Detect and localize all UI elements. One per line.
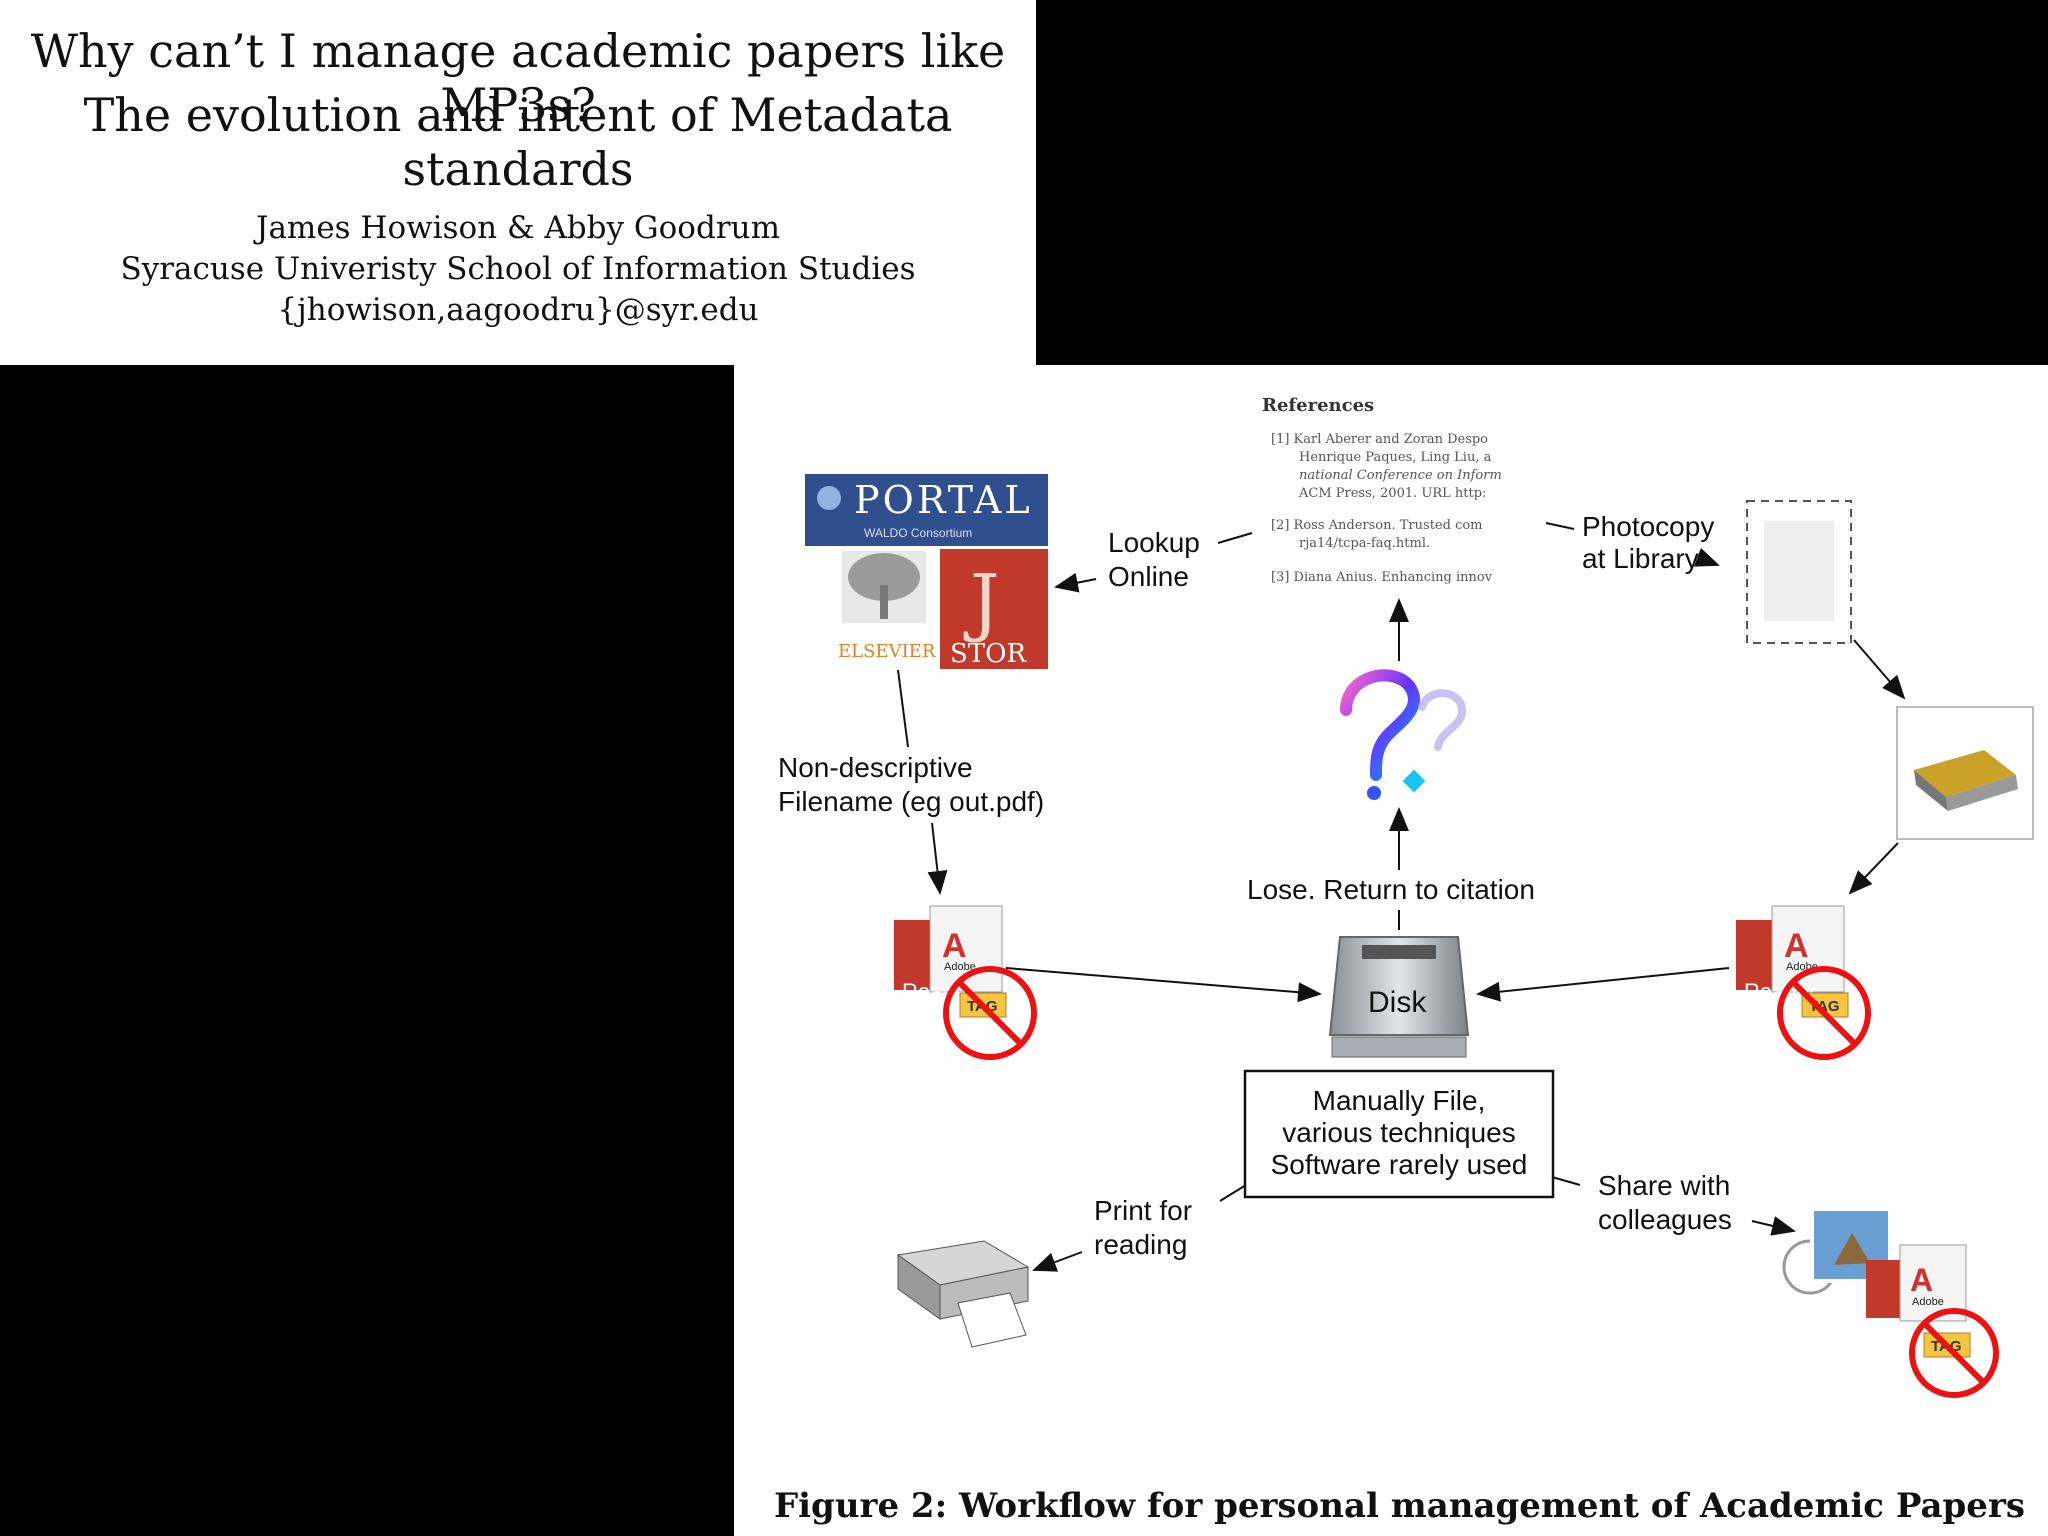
manual-filing-box: Manually File, various techniques Softwa… <box>1243 1069 1555 1199</box>
adobe-label: Adobe <box>1912 1296 1944 1308</box>
reference-line: ACM Press, 2001. URL http: <box>1298 486 1486 501</box>
paper-header: Why can’t I manage academic papers like … <box>0 0 1036 365</box>
arrow-to-downloaded-pdf <box>927 822 948 895</box>
paper-title-line-2: The evolution and intent of Metadata sta… <box>83 88 953 196</box>
no-tag-icon <box>1909 1308 1999 1398</box>
pdf-reader-icon-left: A Adobe Reader TAG <box>894 905 1037 1060</box>
reference-line: [1] Karl Aberer and Zoran Despo <box>1271 432 1488 447</box>
jstor-logo <box>940 549 1048 669</box>
paper-email: {jhowison,aagoodru}@syr.edu <box>277 292 759 328</box>
portal-globe-icon <box>817 486 841 510</box>
arrow-to-scanned-pdf <box>1848 842 1899 895</box>
label-photocopy-line-2: at Library <box>1582 543 1699 574</box>
question-mark-icon <box>1340 669 1467 800</box>
label-share-line-2: colleagues <box>1598 1204 1732 1235</box>
arrow-to-mail <box>1751 1216 1796 1236</box>
pdf-reader-icon-shared: A Adobe Reader TAG <box>1866 1244 1999 1398</box>
no-tag-icon <box>1777 966 1871 1060</box>
adobe-a-icon: A <box>1784 927 1809 965</box>
elsevier-logo-text: ELSEVIER <box>838 641 936 662</box>
reference-line: [3] Diana Anius. Enhancing innov <box>1271 570 1493 585</box>
jstor-logo-j: J <box>963 559 1000 645</box>
paper-affiliation: Syracuse Univeristy School of Informatio… <box>120 251 916 287</box>
no-tag-icon <box>943 966 1037 1060</box>
printer-icon <box>896 1240 1030 1348</box>
figure-caption: Figure 2: Workflow for personal manageme… <box>774 1486 2025 1526</box>
photocopy-page-icon <box>1746 500 1852 644</box>
arrow-to-photocopy <box>1693 547 1720 567</box>
arrow-left-pdf-to-disk <box>1005 967 1322 1003</box>
no-tag-slash <box>1921 1320 1987 1386</box>
paper-title-line-1: Why can’t I manage academic papers like … <box>30 24 1006 132</box>
disk-icon: Disk <box>1328 936 1470 1058</box>
connector-line <box>1545 522 1575 530</box>
portal-logo <box>805 474 1048 546</box>
label-lose-return: Lose. Return to citation <box>1247 874 1535 905</box>
label-share-line-1: Share with <box>1598 1170 1730 1201</box>
arrow-to-scanner <box>1853 639 1906 700</box>
adobe-label: Adobe <box>944 961 976 973</box>
connector-line <box>1551 1176 1581 1186</box>
manual-filing-line-2: various techniques <box>1282 1117 1515 1148</box>
label-photocopy-line-1: Photocopy <box>1582 511 1714 542</box>
connector-line <box>1219 1184 1247 1202</box>
elsevier-tree-icon <box>842 551 926 623</box>
arrow-right-pdf-to-disk <box>1476 967 1730 1002</box>
references-snippet: References [1] Karl Aberer and Zoran Des… <box>1262 395 1502 585</box>
paper-authors: James Howison & Abby Goodrum <box>256 210 780 246</box>
portal-logo-text: PORTAL <box>854 478 1033 522</box>
label-nondescriptive-line-2: Filename (eg out.pdf) <box>778 786 1044 817</box>
label-lookup-line-1: Lookup <box>1108 527 1200 558</box>
jstor-logo-text: STOR <box>950 639 1027 669</box>
adobe-a-icon: A <box>1910 1262 1933 1298</box>
no-tag-slash <box>956 979 1024 1047</box>
label-print-line-1: Print for <box>1094 1195 1192 1226</box>
reference-line: [2] Ross Anderson. Trusted com <box>1271 518 1483 533</box>
label-print-line-2: reading <box>1094 1229 1187 1260</box>
manual-filing-line-1: Manually File, <box>1313 1085 1486 1116</box>
arrow-to-online <box>1054 572 1097 593</box>
pdf-reader-icon-right: A Adobe Reader TAG <box>1736 905 1871 1060</box>
no-tag-slash <box>1790 979 1858 1047</box>
reference-line: national Conference on Inform <box>1299 468 1502 483</box>
references-heading: References <box>1262 395 1374 416</box>
disk-label: Disk <box>1368 986 1427 1019</box>
label-nondescriptive-line-1: Non-descriptive <box>778 752 973 783</box>
manual-filing-line-3: Software rarely used <box>1271 1149 1528 1180</box>
reference-line: rja14/tcpa-faq.html. <box>1299 536 1430 551</box>
reference-line: Henrique Paques, Ling Liu, a <box>1299 450 1492 465</box>
connector-line <box>1217 532 1253 544</box>
arrow-to-printer <box>1032 1251 1083 1272</box>
adobe-a-icon: A <box>942 927 967 965</box>
label-lookup-line-2: Online <box>1108 561 1189 592</box>
portal-logo-subtext: WALDO Consortium <box>864 526 972 540</box>
online-databases-logos: PORTAL WALDO Consortium ELSEVIER J STOR <box>805 474 1048 669</box>
scanner-icon <box>1896 706 2034 840</box>
connector-line <box>897 669 909 748</box>
workflow-figure: References [1] Karl Aberer and Zoran Des… <box>774 395 2034 1526</box>
